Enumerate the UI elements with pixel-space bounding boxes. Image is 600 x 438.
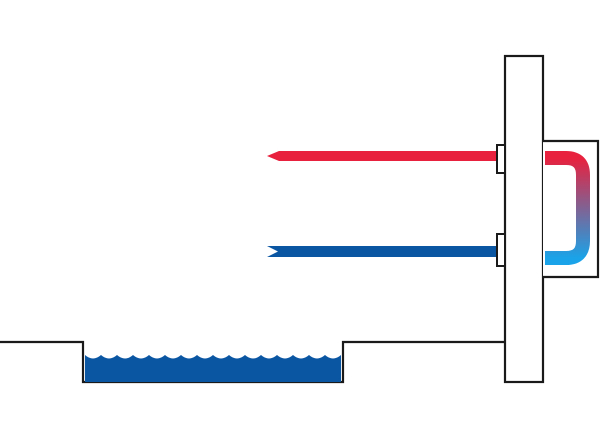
- wall: [503, 54, 545, 384]
- heat-exchanger-loop-icon: [545, 151, 590, 265]
- hot-water-pipe-icon: [267, 151, 500, 161]
- hot-pipe-fitting: [496, 144, 506, 174]
- water-waves-icon: [85, 355, 341, 382]
- cold-water-pipe-icon: [267, 246, 500, 257]
- cold-pipe-fitting: [496, 233, 506, 267]
